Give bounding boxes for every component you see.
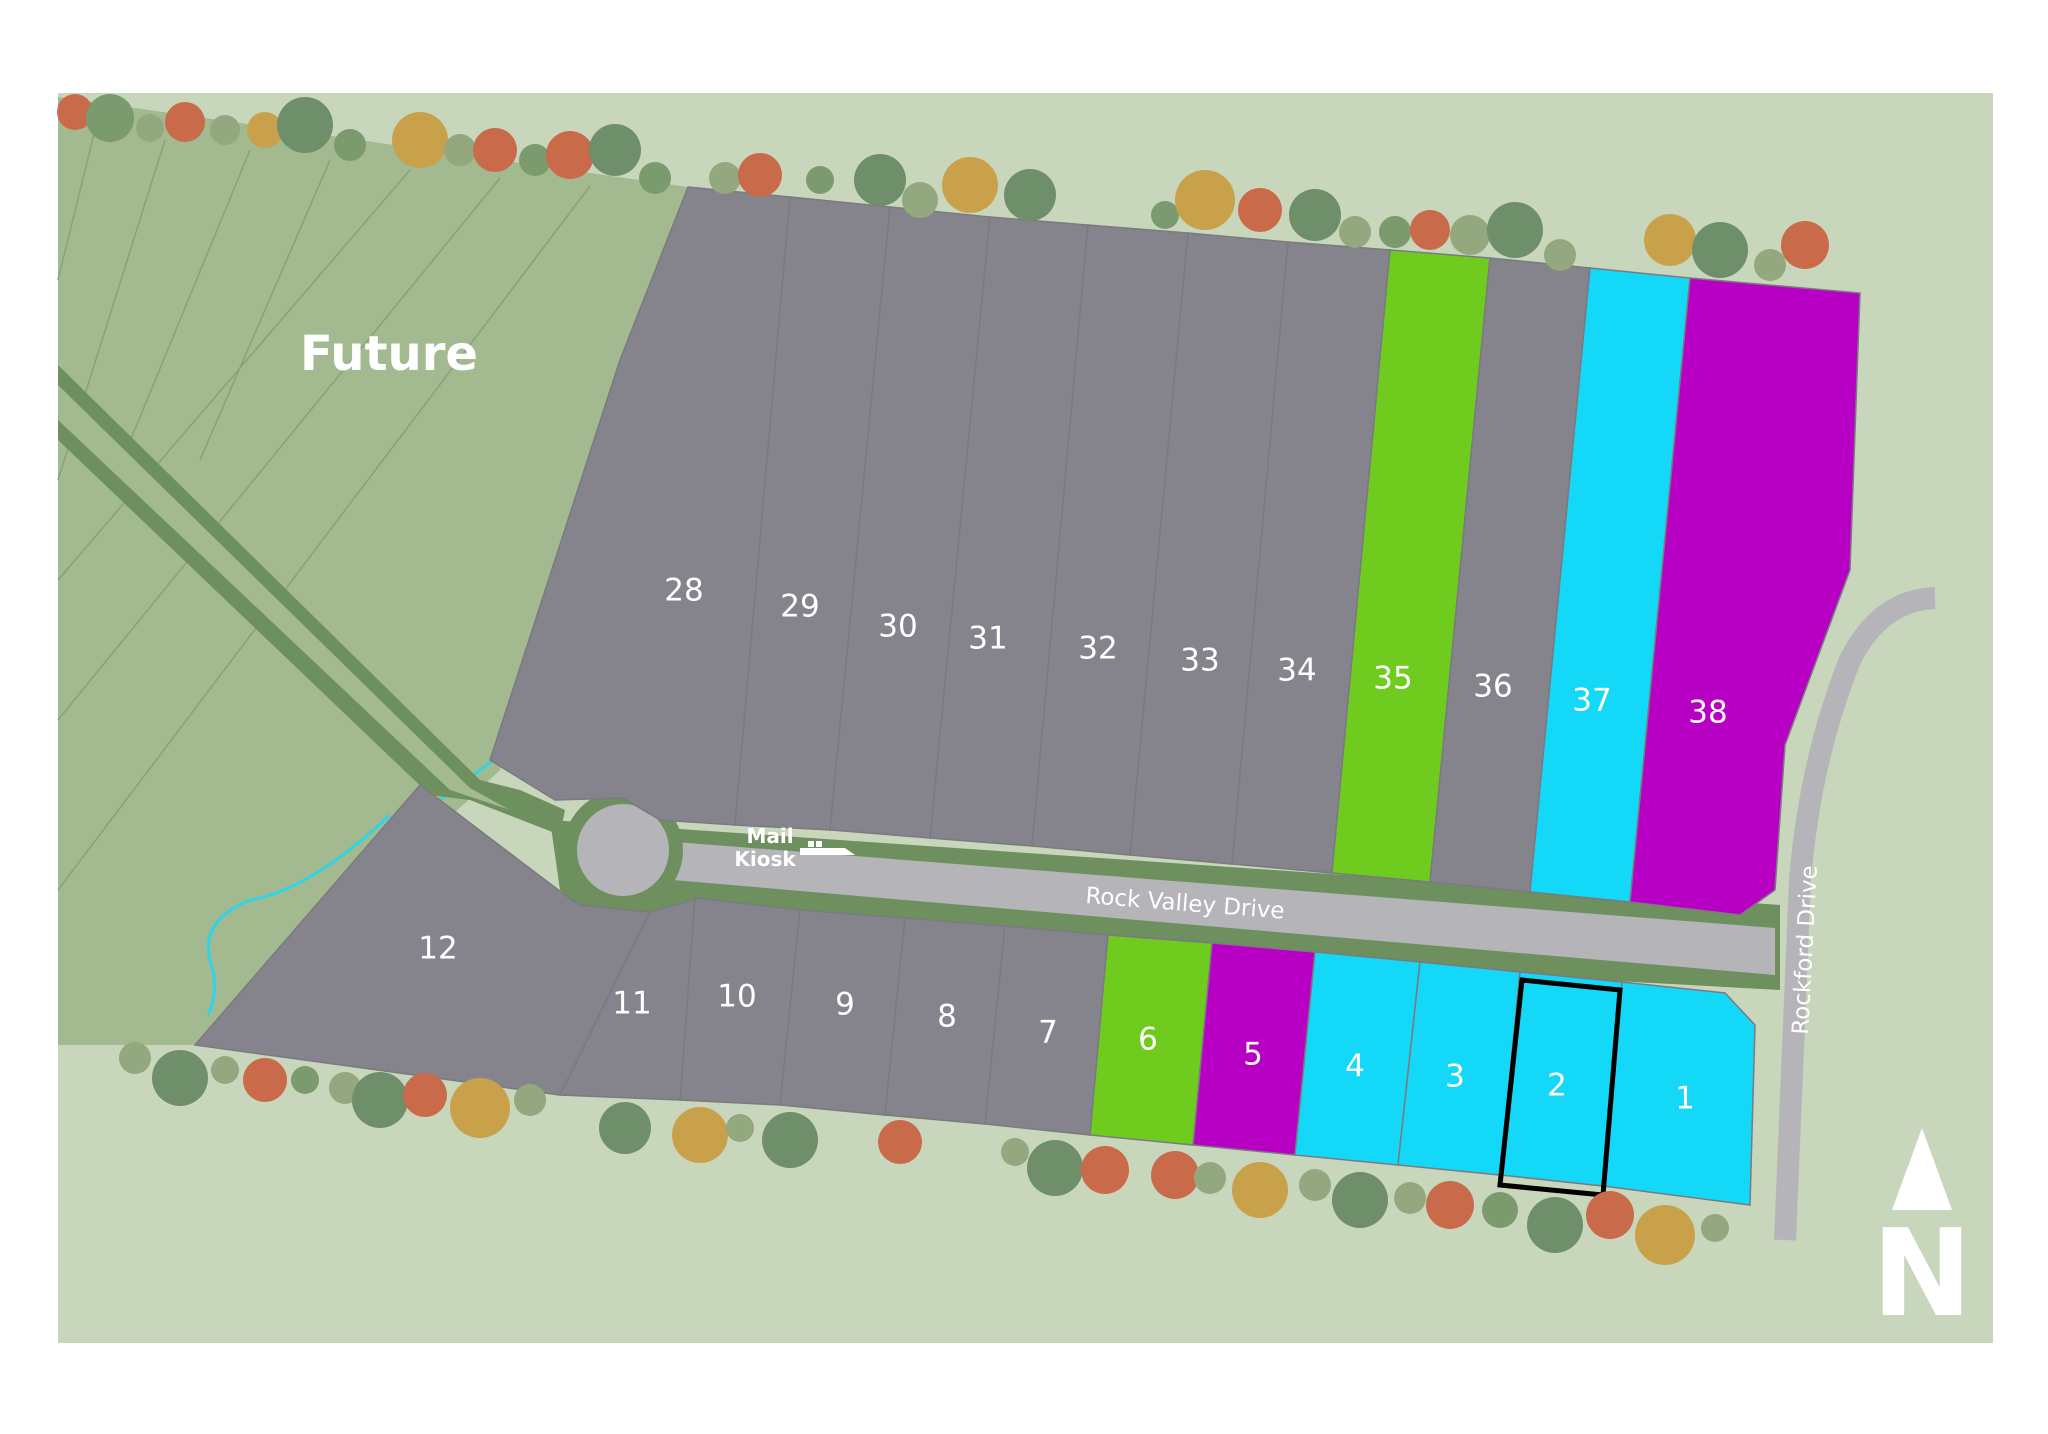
- rock-valley-road: [650, 840, 1775, 975]
- future-label: Future: [300, 326, 478, 382]
- lot-label-36: 36: [1473, 669, 1512, 705]
- lot-label-32: 32: [1078, 631, 1117, 667]
- lot-label-28: 28: [664, 573, 703, 609]
- lot-label-4: 4: [1345, 1049, 1365, 1085]
- lot-label-7: 7: [1038, 1015, 1058, 1051]
- lot-label-34: 34: [1277, 653, 1316, 689]
- lot-label-2: 2: [1547, 1068, 1567, 1104]
- tree-line-top: [57, 94, 1829, 281]
- lot-label-6: 6: [1138, 1022, 1158, 1058]
- mail-kiosk-icon: [800, 841, 855, 855]
- lot-label-35: 35: [1373, 661, 1412, 697]
- lot-label-30: 30: [878, 609, 917, 645]
- cul-de-sac-pavement: [577, 804, 669, 896]
- lot-label-11: 11: [612, 986, 651, 1022]
- tree-line-bottom: [119, 1042, 1729, 1265]
- lot-label-12: 12: [418, 931, 457, 967]
- lot-label-5: 5: [1243, 1037, 1263, 1073]
- lot-label-3: 3: [1445, 1059, 1465, 1095]
- future-area: [58, 97, 688, 1045]
- mail-kiosk-label-2: Kiosk: [734, 847, 796, 871]
- lot-38[interactable]: [1629, 277, 1861, 916]
- lot-label-29: 29: [780, 589, 819, 625]
- lot-label-1: 1: [1675, 1081, 1695, 1117]
- mail-kiosk-label-1: Mail: [746, 824, 793, 848]
- lot-label-37: 37: [1572, 683, 1611, 719]
- north-label: N: [1872, 1205, 1972, 1344]
- lot-label-33: 33: [1180, 643, 1219, 679]
- lot-label-10: 10: [717, 979, 756, 1015]
- north-arrow-icon: N: [1872, 1128, 1972, 1344]
- rockford-road: [1774, 587, 1936, 1241]
- lot-label-31: 31: [968, 621, 1007, 657]
- lot-label-38: 38: [1688, 695, 1727, 731]
- lot-label-8: 8: [937, 999, 957, 1035]
- lot-label-9: 9: [835, 987, 855, 1023]
